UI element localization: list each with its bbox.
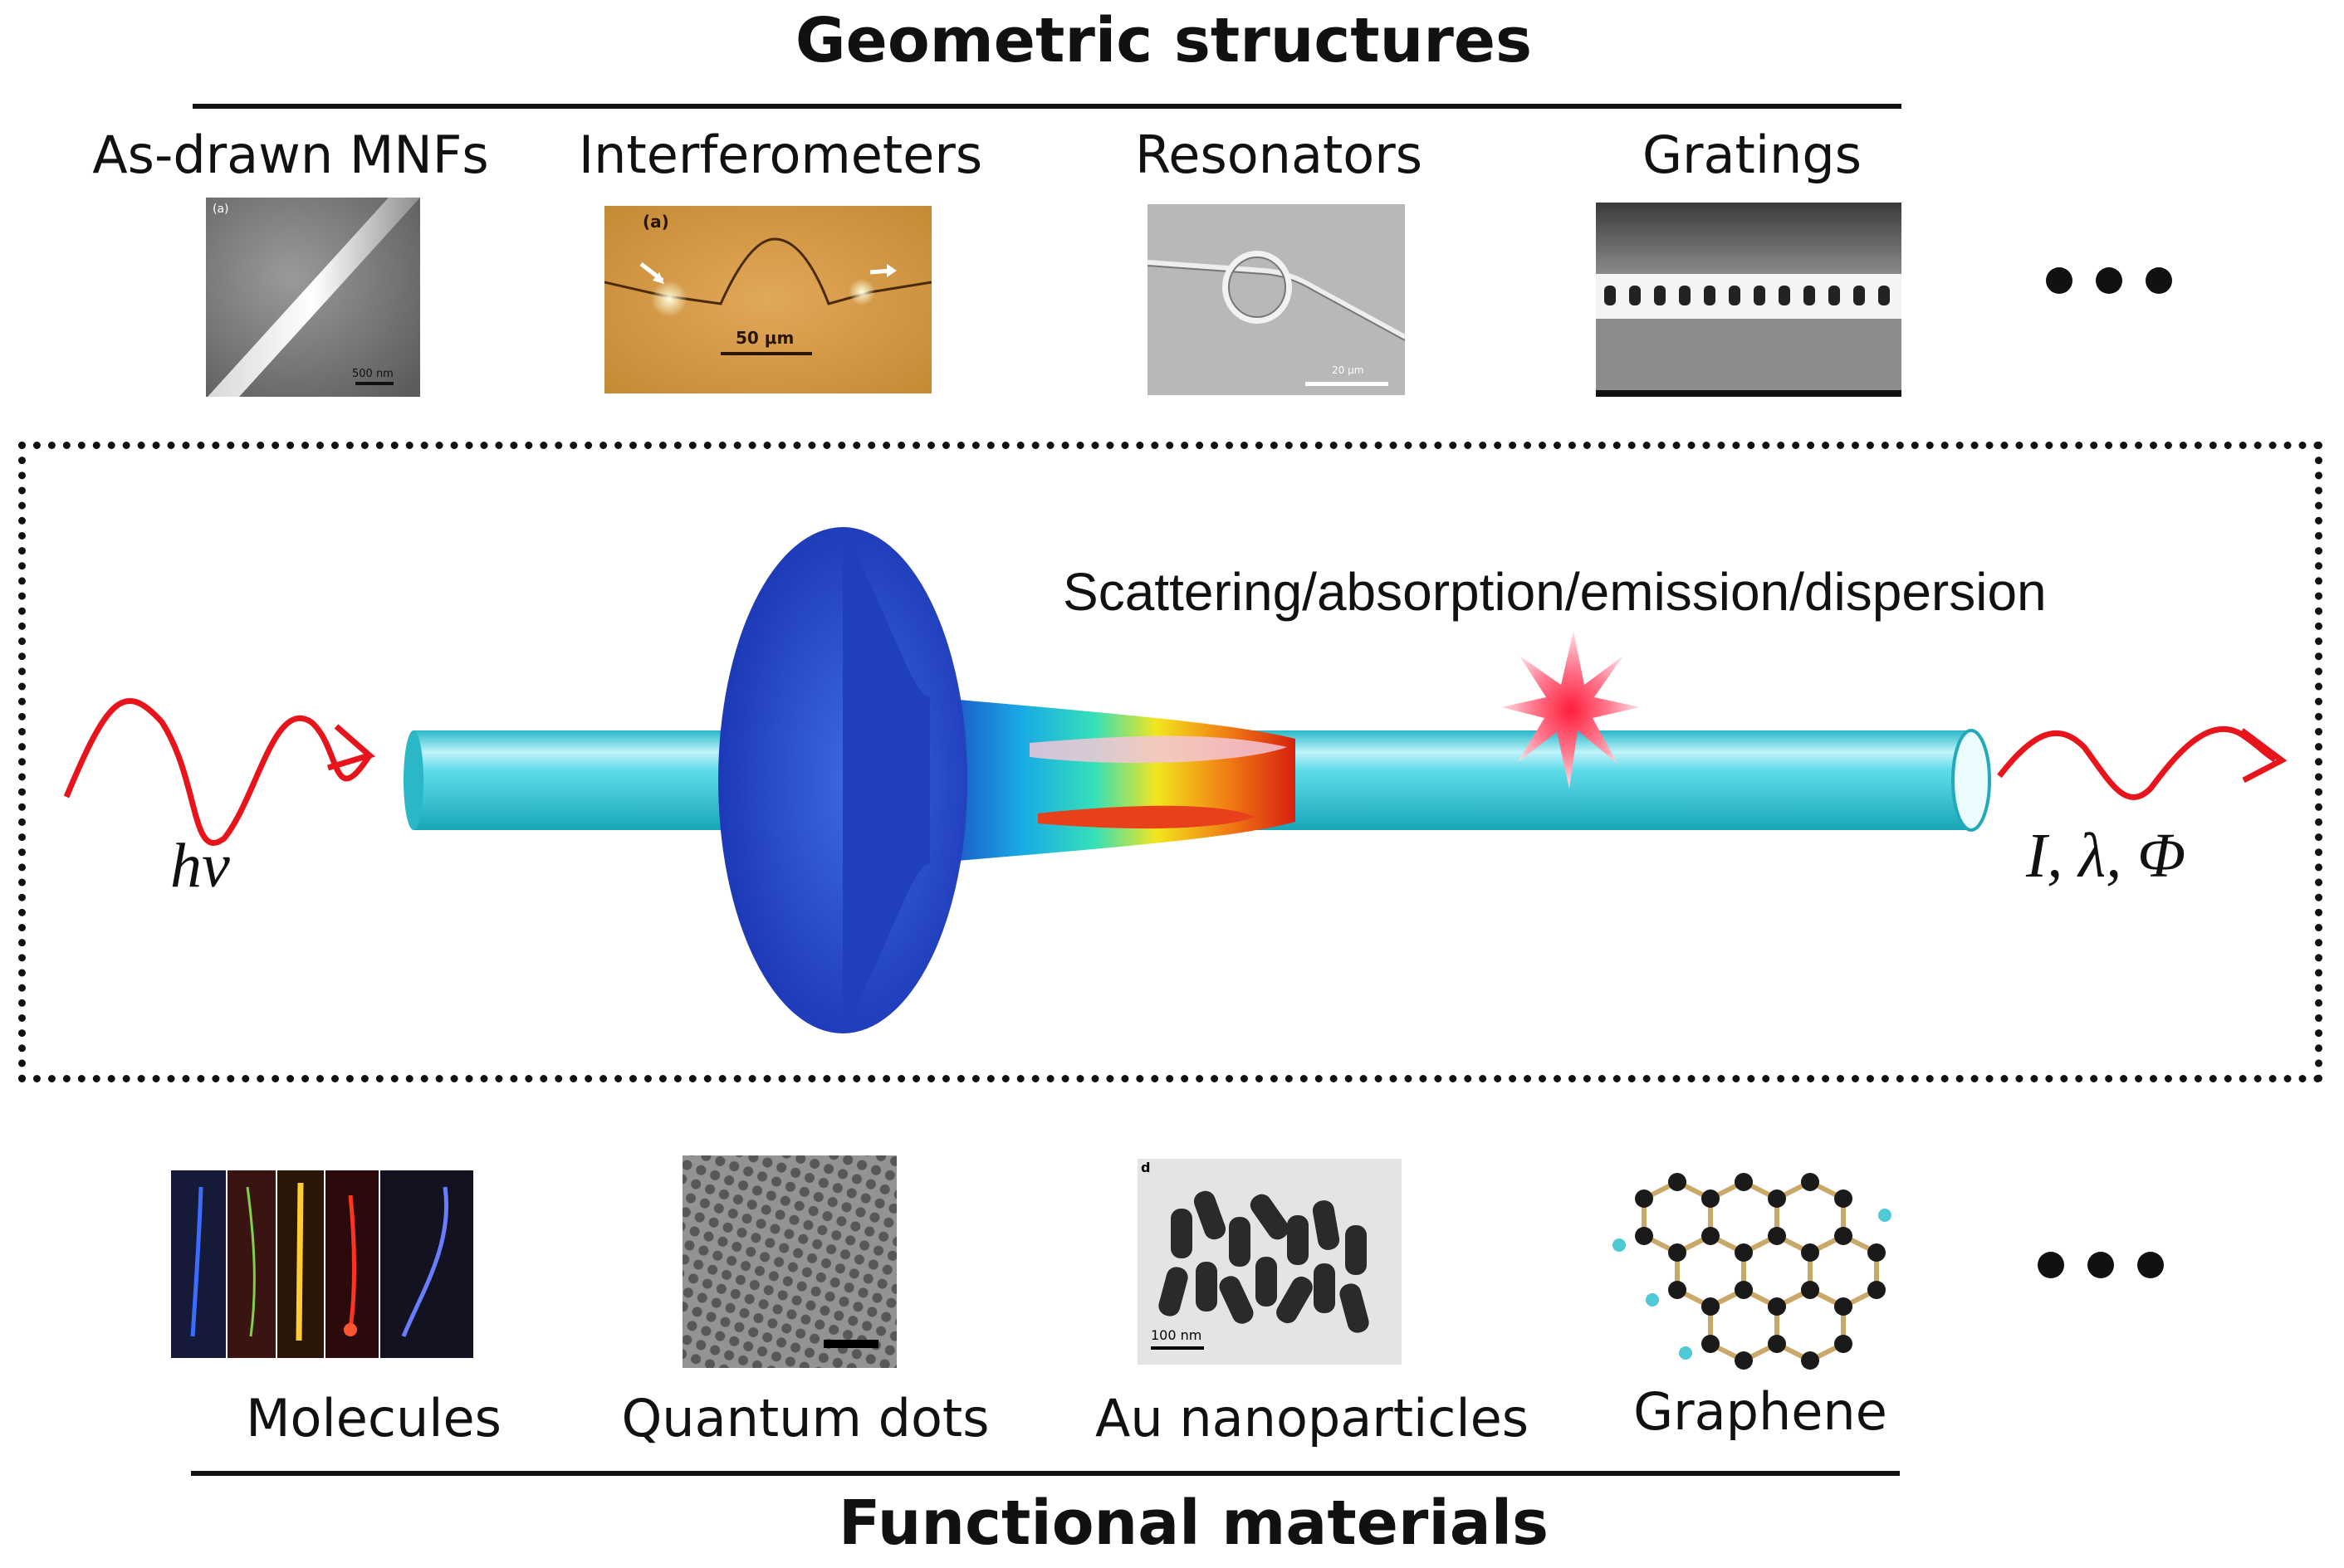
label-gratings: Gratings [1642,125,1862,185]
graphene-lattice [1594,1165,1901,1370]
label-au-nanoparticles: Au nanoparticles [1094,1388,1529,1448]
top-more-ellipsis [2046,267,2172,294]
fiber-diagram [63,527,2288,1033]
bottom-rule [191,1471,1900,1476]
mnf-scale-text: 500 nm [352,368,394,380]
top-rule [193,104,1901,109]
fiber-interaction-box [18,442,2322,1082]
scattering-star [1501,631,1640,789]
output-symbols: I, λ, Φ [2026,821,2186,891]
input-photon-wave [63,698,372,846]
au-panel-tag: d [1141,1160,1150,1175]
bottom-more-text: ... [2034,1250,2035,1251]
resonator-scale-text: 20 μm [1332,364,1363,376]
interferometer-micrograph: (a) 50 μm [604,206,932,393]
mnf-micrograph: (a) 500 nm [206,198,420,397]
label-as-drawn-mnfs: As-drawn MNFs [92,125,489,185]
molecules-micrograph [171,1170,473,1358]
interferometer-scale-text: 50 μm [736,328,794,348]
bottom-more-ellipsis [2038,1252,2164,1278]
resonator-micrograph: 20 μm [1148,204,1405,395]
interferometer-panel-tag: (a) [643,212,669,232]
output-wave-arrowhead [2239,728,2288,784]
input-wave-arrowhead [326,724,376,771]
label-interferometers: Interferometers [578,125,983,185]
output-photon-wave [1997,725,2277,800]
geometric-structures-title: Geometric structures [795,5,1533,76]
evanescent-mode-field [718,527,1295,1033]
interaction-annotation: Scattering/absorption/emission/dispersio… [1063,562,2047,622]
input-symbol-hv: hν [170,831,230,901]
label-quantum-dots: Quantum dots [621,1388,990,1448]
functional-materials-title: Functional materials [838,1487,1549,1559]
grating-micrograph [1596,203,1901,397]
mnf-panel-tag: (a) [213,203,229,216]
quantum-dots-micrograph [683,1155,897,1368]
label-molecules: Molecules [246,1388,502,1448]
label-graphene: Graphene [1633,1381,1887,1442]
label-resonators: Resonators [1135,125,1422,185]
au-scale-text: 100 nm [1151,1327,1201,1343]
au-nanoparticles-micrograph: d 100 nm [1138,1159,1402,1365]
